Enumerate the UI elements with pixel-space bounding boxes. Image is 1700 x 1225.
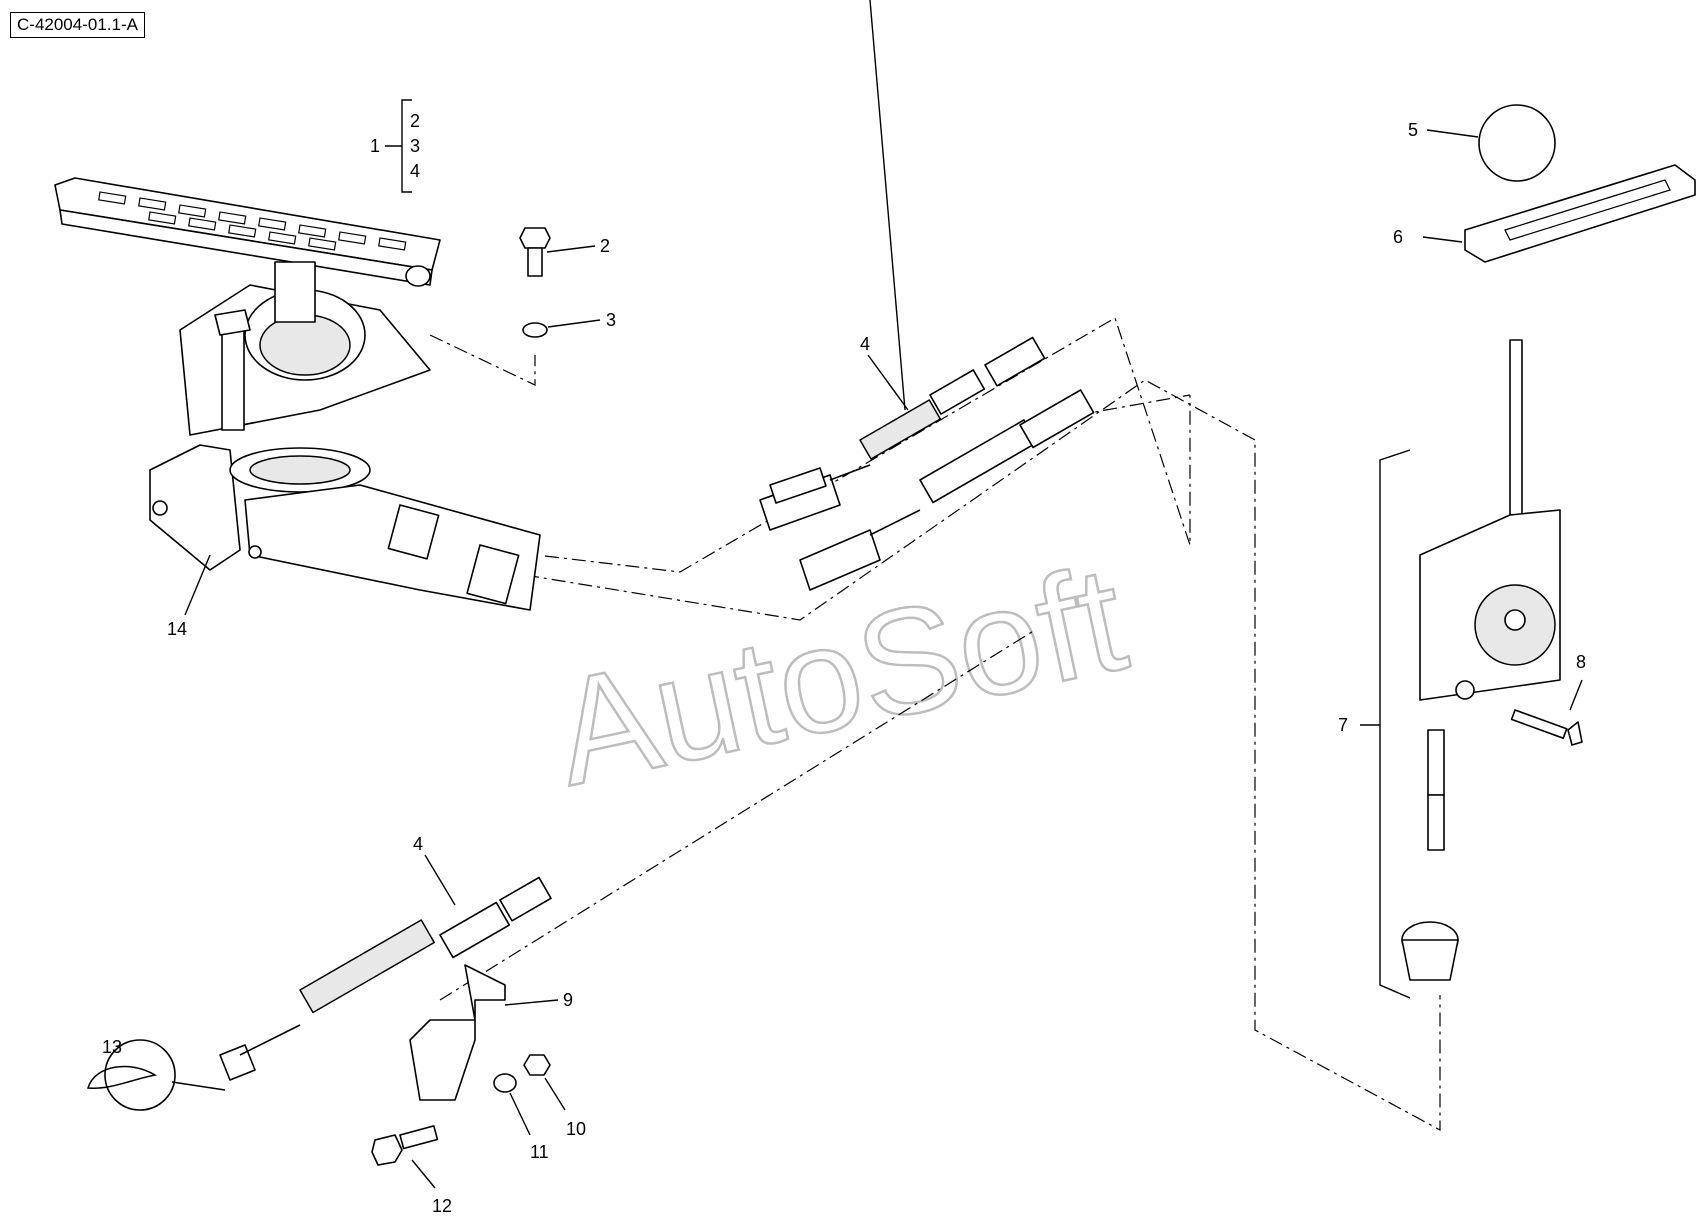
nut-part bbox=[523, 1054, 551, 1076]
clip-part bbox=[87, 1065, 158, 1089]
clip-detail-circle bbox=[104, 1039, 176, 1111]
washer-part bbox=[522, 322, 548, 338]
cable-lower-callout: 4 bbox=[413, 834, 423, 854]
washer-small-part bbox=[493, 1073, 517, 1093]
screw-callout: 8 bbox=[1576, 652, 1586, 672]
bracket-callout: 9 bbox=[563, 990, 573, 1010]
pedal-assembly bbox=[54, 177, 541, 611]
gaiter-callout: 6 bbox=[1393, 227, 1403, 247]
clip-callout: 13 bbox=[102, 1037, 122, 1057]
pedal-callout: 14 bbox=[167, 619, 187, 639]
kit-label: 1 bbox=[370, 136, 380, 156]
washer-callout: 3 bbox=[606, 310, 616, 330]
kit-bracket: 1 2 3 4 bbox=[370, 99, 420, 193]
bracket-bolt-part bbox=[371, 1125, 439, 1166]
kit-item-3: 3 bbox=[410, 136, 420, 156]
bracket-part bbox=[409, 964, 506, 1101]
diagram-reference-label: C-42004-01.1-A bbox=[10, 12, 145, 38]
cable-lower bbox=[219, 876, 552, 1081]
kit-item-4: 4 bbox=[410, 161, 420, 181]
ball-knob-part bbox=[1478, 104, 1556, 182]
washer-small-callout: 11 bbox=[530, 1142, 549, 1162]
assembly-callout: 7 bbox=[1338, 715, 1348, 735]
bolt-callout: 2 bbox=[600, 236, 610, 256]
connection-lines bbox=[429, 317, 1441, 1132]
ball-callout: 5 bbox=[1408, 120, 1418, 140]
kit-item-2: 2 bbox=[410, 111, 420, 131]
bolt-part bbox=[519, 227, 551, 277]
screw-part bbox=[1510, 709, 1583, 746]
nut-callout: 10 bbox=[566, 1119, 586, 1139]
bracket-bolt-callout: 12 bbox=[432, 1196, 452, 1216]
cable-upper-callout: 4 bbox=[860, 334, 870, 354]
cable-upper bbox=[759, 336, 1046, 531]
cable-middle bbox=[799, 389, 1095, 591]
gaiter-plate-part bbox=[1464, 164, 1696, 263]
shift-lever-assembly bbox=[1401, 339, 1561, 981]
